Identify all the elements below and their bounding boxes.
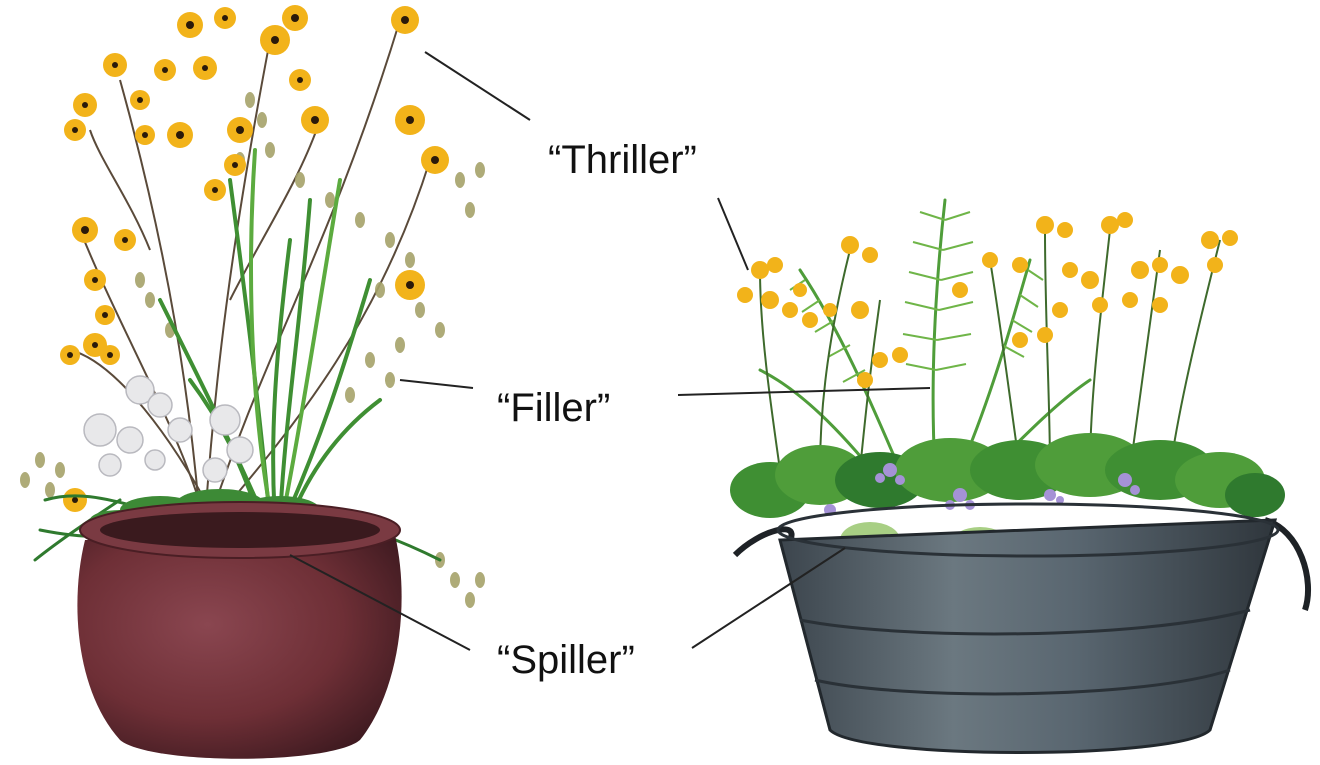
galvanized-tub-icon [735, 504, 1308, 753]
right-tub-planting [730, 200, 1308, 753]
thriller-leader-left [425, 52, 530, 120]
red-ceramic-pot-icon [77, 502, 401, 759]
filler-label: “Filler” [497, 388, 610, 428]
thriller-label: “Thriller” [548, 140, 697, 180]
ornamental-grass [160, 150, 380, 520]
spiller-label: “Spiller” [497, 640, 635, 680]
filler-leader-left [400, 380, 473, 388]
yellow-daisy-flowers [737, 212, 1238, 388]
filler-leader-right [678, 388, 930, 395]
thriller-leader-right [718, 198, 748, 270]
